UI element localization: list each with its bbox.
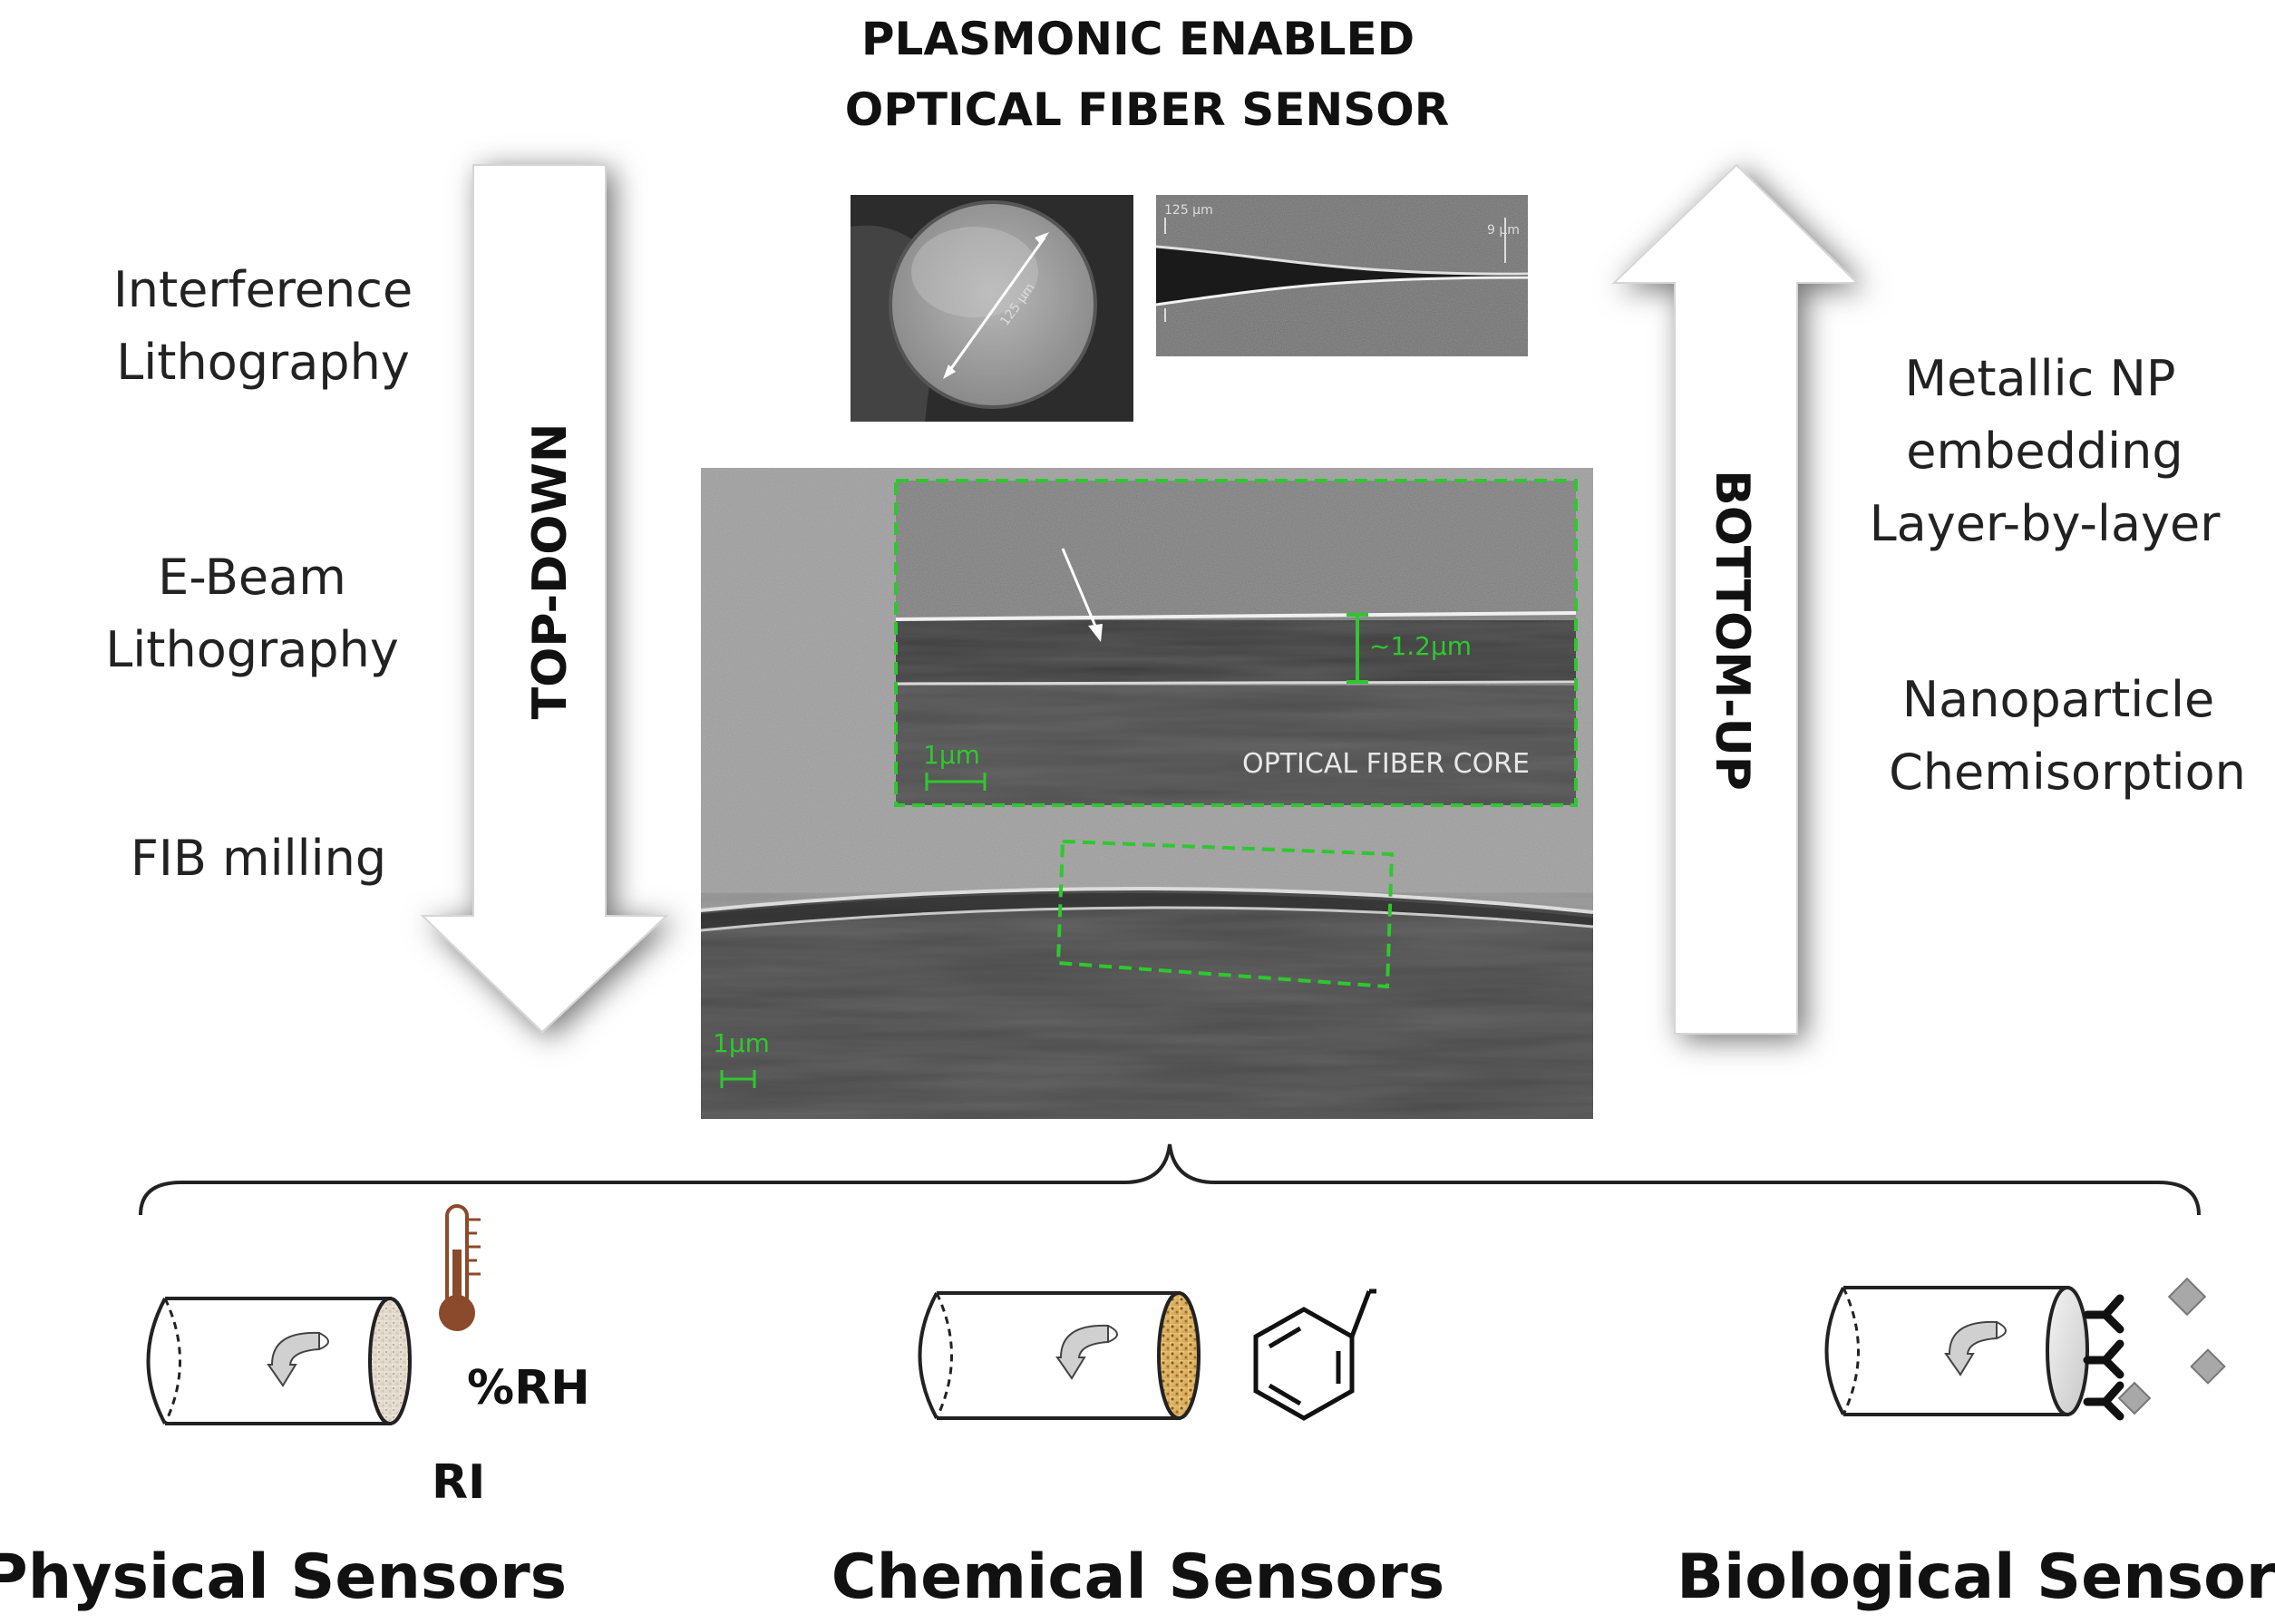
fiber-cross-section-micrograph: 125 µm: [851, 195, 1133, 422]
inset-scale-label: 1µm: [923, 740, 980, 770]
physical-sensors-label: Physical Sensors: [0, 1541, 567, 1613]
tapered-fiber-micrograph: 125 µm 9 µm: [1155, 195, 1529, 356]
physical-sensor-fiber: [146, 1297, 412, 1425]
category-brace: [139, 1143, 2201, 1216]
antibody-icon: [2083, 1294, 2124, 1421]
main-scale-label: 1µm: [713, 1028, 770, 1058]
method-embedding: embedding: [1906, 423, 2183, 480]
method-interference-1: Interference: [113, 261, 413, 318]
bottom-up-arrow: [1611, 163, 1860, 1035]
title-line-1: PLASMONIC ENABLED: [861, 13, 1415, 65]
method-ebeam-1: E-Beam: [158, 549, 346, 606]
rh-label: %RH: [467, 1361, 590, 1415]
taper-right-label: 9 µm: [1487, 223, 1520, 238]
ri-label: RI: [432, 1455, 485, 1510]
method-metallic-np: Metallic NP: [1905, 350, 2176, 407]
bottom-up-label: BOTTOM-UP: [1705, 470, 1759, 791]
chemical-sensor-fiber: [918, 1291, 1201, 1420]
core-label: OPTICAL FIBER CORE: [1242, 748, 1530, 780]
method-interference-2: Lithography: [116, 334, 410, 391]
biological-sensor-fiber: [1824, 1286, 2089, 1416]
chemical-sensors-label: Chemical Sensors: [831, 1541, 1444, 1613]
top-down-label: TOP-DOWN: [523, 423, 578, 720]
thickness-label: ~1.2µm: [1369, 631, 1472, 661]
taper-left-label: 125 µm: [1164, 203, 1213, 218]
biological-sensors-label: Biological Sensors: [1677, 1541, 2275, 1613]
method-chemisorption: Chemisorption: [1889, 744, 2246, 801]
sem-inset-micrograph: ~1.2µm OPTICAL FIBER CORE 1µm: [894, 479, 1578, 807]
method-fib: FIB milling: [131, 830, 386, 887]
method-nanoparticle: Nanoparticle: [1902, 671, 2214, 728]
method-ebeam-2: Lithography: [105, 621, 399, 678]
benzene-icon: [1253, 1289, 1376, 1421]
analyte-diamond-icon: [2117, 1277, 2226, 1415]
method-layer-by-layer: Layer-by-layer: [1870, 495, 2222, 552]
title-line-2: OPTICAL FIBER SENSOR: [845, 83, 1449, 136]
thermometer-icon: [439, 1204, 481, 1331]
top-down-arrow: [420, 164, 669, 1034]
